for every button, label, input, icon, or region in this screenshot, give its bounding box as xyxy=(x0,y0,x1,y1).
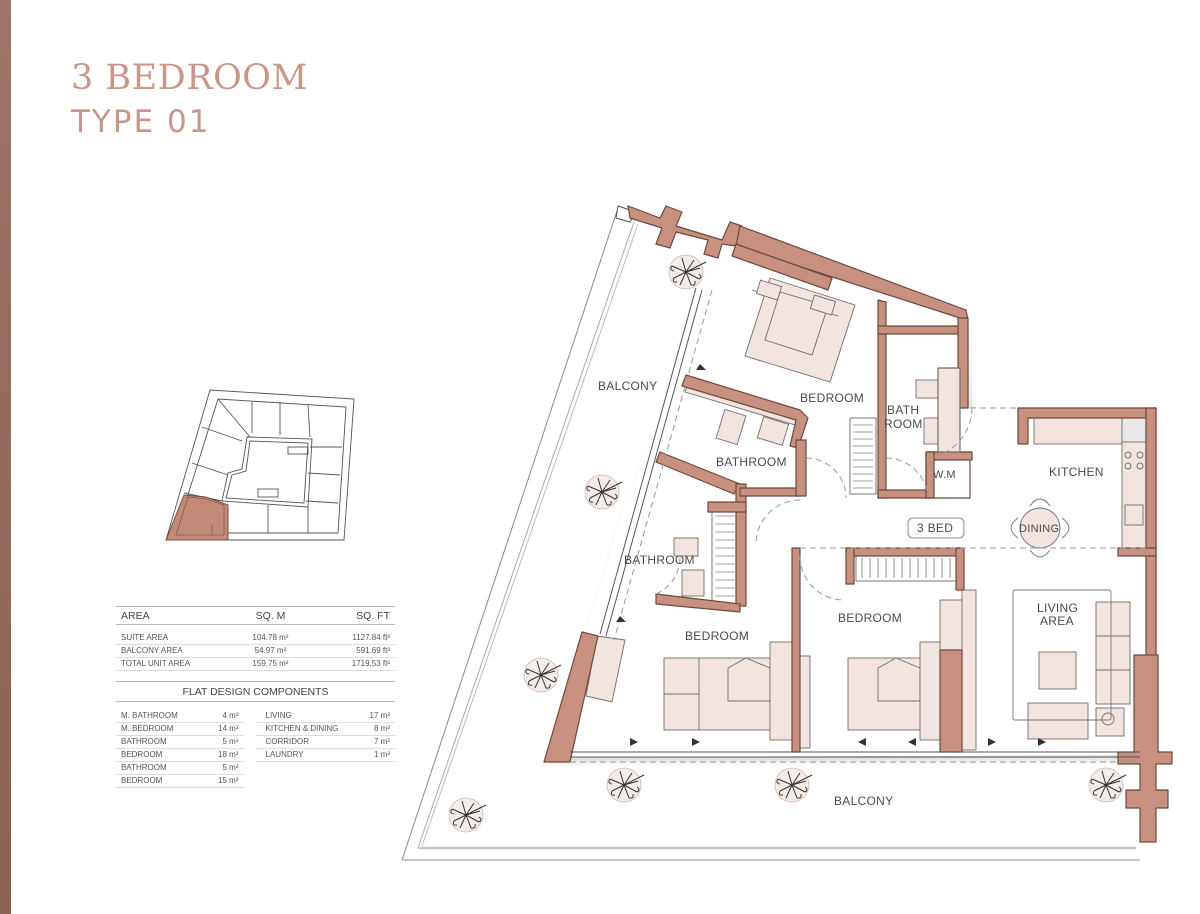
key-plan xyxy=(165,389,355,541)
area-row-total: TOTAL UNIT AREA 159.75 m² 1719.53 ft² xyxy=(116,658,395,671)
header-sqft: SQ. FT xyxy=(356,610,390,622)
label-bathroom-upper: BATHROOM xyxy=(716,455,787,469)
area-row-suite: SUITE AREA 104.78 m² 1127.84 ft² xyxy=(116,632,395,645)
component-row: KITCHEN & DINING 8 m² xyxy=(255,723,395,736)
component-value: 14 m² xyxy=(218,724,239,733)
label-bathroom-lower: BATHROOM xyxy=(624,553,695,567)
title-type-number: TYPE 01 xyxy=(71,104,211,140)
header-sqm: SQ. M xyxy=(255,610,286,622)
label-balcony-south: BALCONY xyxy=(834,794,893,808)
page-title: 3 BEDROOM TYPE 01 xyxy=(71,56,308,142)
component-value: 5 m² xyxy=(222,763,239,772)
label-bedroom-mid: BEDROOM xyxy=(838,611,902,625)
area-row-balcony: BALCONY AREA 54.97 m² 591.69 ft² xyxy=(116,645,395,658)
component-label: BEDROOM xyxy=(121,750,163,759)
component-value: 7 m² xyxy=(374,737,390,746)
component-value: 17 m² xyxy=(369,711,390,720)
component-row: M. BEDROOM 14 m² xyxy=(116,723,244,736)
components-title: FLAT DESIGN COMPONENTS xyxy=(116,681,395,702)
component-label: BATHROOM xyxy=(121,763,167,772)
row-sqft: 1719.53 ft² xyxy=(351,659,390,668)
row-sqm: 104.78 m² xyxy=(252,633,289,642)
component-row: CORRIDOR 7 m² xyxy=(255,736,395,749)
header-area: AREA xyxy=(121,610,150,622)
side-decorative-strip xyxy=(0,0,11,914)
label-laundry: W.M xyxy=(933,469,956,481)
label-master-bedroom: BEDROOM xyxy=(800,391,864,405)
area-table: AREA SQ. M SQ. FT SUITE AREA 104.78 m² 1… xyxy=(116,606,395,671)
row-label: BALCONY AREA xyxy=(121,646,183,655)
label-kitchen: KITCHEN xyxy=(1049,465,1104,479)
row-sqft: 591.69 ft² xyxy=(356,646,390,655)
design-components-table: FLAT DESIGN COMPONENTS M. BATHROOM 4 m² M… xyxy=(116,681,395,788)
component-label: BEDROOM xyxy=(121,776,163,785)
title-unit-type: 3 BEDROOM xyxy=(71,58,308,98)
component-value: 4 m² xyxy=(222,711,239,720)
component-row: BATHROOM 5 m² xyxy=(116,736,244,749)
label-bedroom-sw: BEDROOM xyxy=(685,629,749,643)
row-label: SUITE AREA xyxy=(121,633,169,642)
component-value: 1 m² xyxy=(374,750,390,759)
label-master-bath-line2: ROOM xyxy=(884,417,923,431)
component-label: LIVING xyxy=(265,711,292,720)
component-row: LIVING 17 m² xyxy=(255,710,395,723)
component-label: BATHROOM xyxy=(121,737,167,746)
components-right-column: LIVING 17 m² KITCHEN & DINING 8 m² CORRIDO… xyxy=(255,710,395,788)
component-row: BEDROOM 18 m² xyxy=(116,749,244,762)
component-value: 5 m² xyxy=(222,737,239,746)
area-table-header: AREA SQ. M SQ. FT xyxy=(116,606,395,625)
floor-plan: BALCONY BALCONY BEDROOM BATH ROOM BATHRO… xyxy=(401,205,1173,861)
component-row: BEDROOM 15 m² xyxy=(116,775,244,788)
component-label: M. BATHROOM xyxy=(121,711,178,720)
component-row: BATHROOM 5 m² xyxy=(116,762,244,775)
component-label: LAUNDRY xyxy=(265,750,304,759)
label-unit-tag: 3 BED xyxy=(917,521,953,535)
label-dining: DINING xyxy=(1019,523,1059,535)
unit-tag-box xyxy=(907,517,965,539)
component-label: KITCHEN & DINING xyxy=(265,724,339,733)
component-label: CORRIDOR xyxy=(265,737,310,746)
component-value: 18 m² xyxy=(218,750,239,759)
component-value: 15 m² xyxy=(218,776,239,785)
component-row: LAUNDRY 1 m² xyxy=(255,749,395,762)
label-living-line1: LIVING xyxy=(1037,601,1078,615)
component-label: M. BEDROOM xyxy=(121,724,174,733)
row-sqft: 1127.84 ft² xyxy=(352,633,390,642)
label-master-bath-line1: BATH xyxy=(887,403,919,417)
component-value: 8 m² xyxy=(374,724,390,733)
component-row: M. BATHROOM 4 m² xyxy=(116,710,244,723)
label-balcony-west: BALCONY xyxy=(598,379,657,393)
row-label: TOTAL UNIT AREA xyxy=(121,659,191,668)
row-sqm: 159.75 m² xyxy=(252,659,289,668)
label-living-line2: AREA xyxy=(1040,614,1074,628)
components-left-column: M. BATHROOM 4 m² M. BEDROOM 14 m² BATHROOM… xyxy=(116,710,256,788)
row-sqm: 54.97 m² xyxy=(254,646,287,655)
